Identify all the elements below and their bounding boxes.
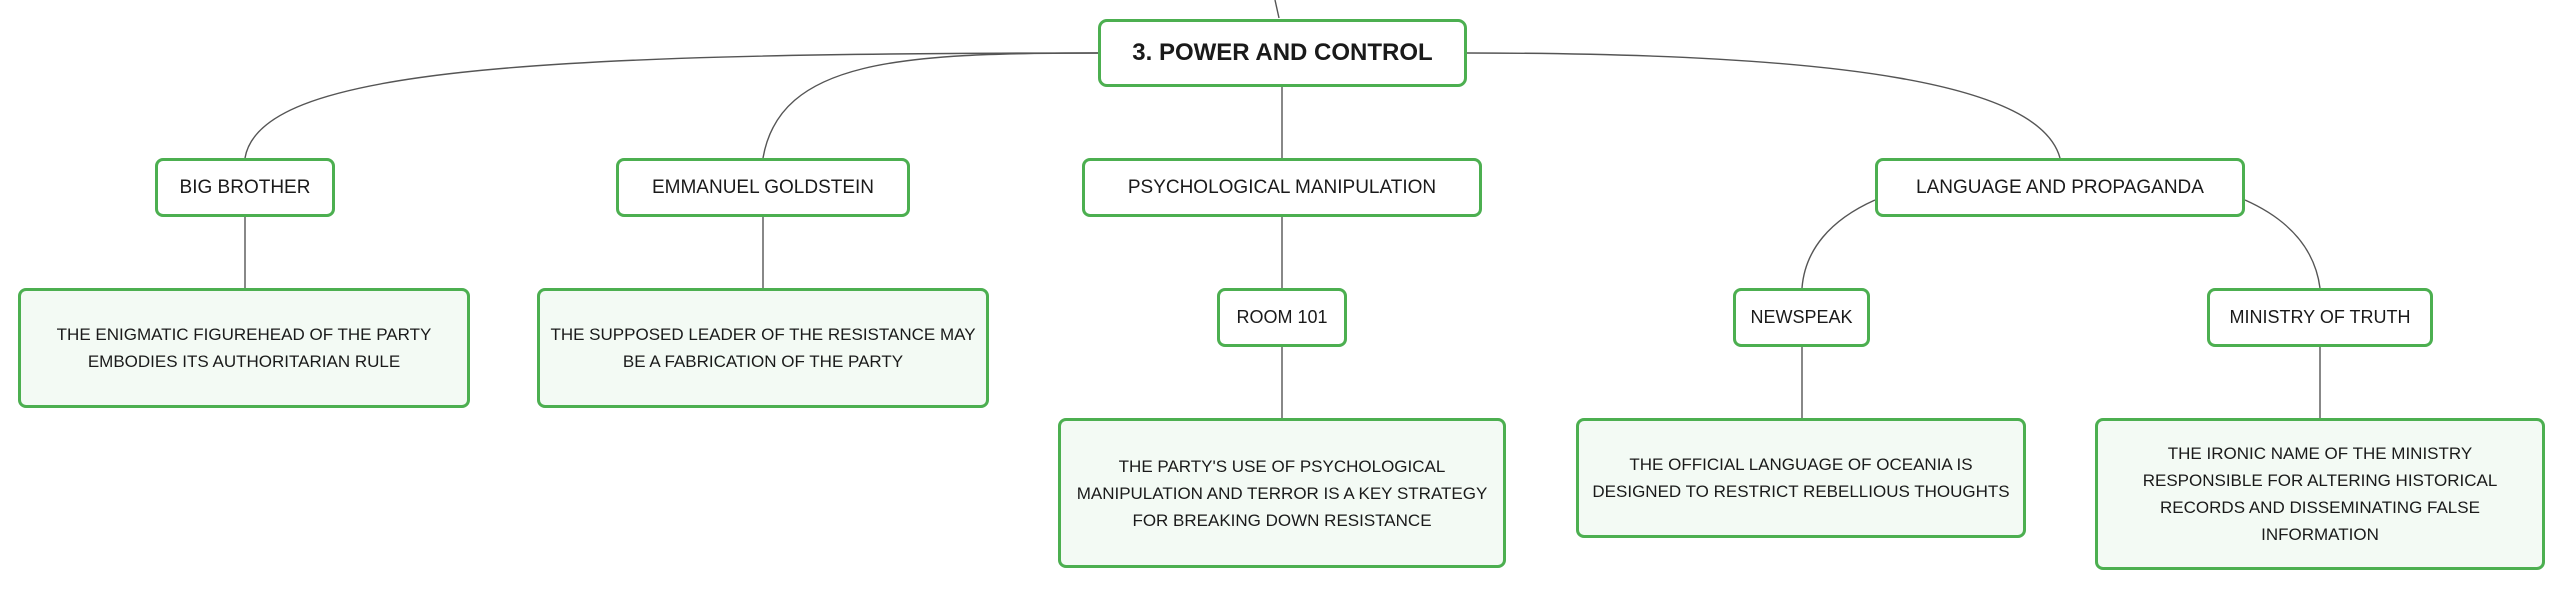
ministry-description-text: THE IRONIC NAME OF THE MINISTRY RESPONSI… (2142, 444, 2498, 544)
topic-emmanuel-goldstein[interactable]: EMMANUEL GOLDSTEIN (616, 158, 910, 217)
connector-central-big-brother (244, 52, 1099, 159)
topic-language-and-propaganda[interactable]: LANGUAGE AND PROPAGANDA (1875, 158, 2245, 217)
goldstein-description-text: THE SUPPOSED LEADER OF THE RESISTANCE MA… (550, 325, 976, 371)
subtopic-room-101[interactable]: ROOM 101 (1217, 288, 1347, 347)
connector-central-goldstein (762, 52, 1099, 159)
topic-language-label: LANGUAGE AND PROPAGANDA (1916, 176, 2204, 198)
subtopic-ministry-of-truth[interactable]: MINISTRY OF TRUTH (2207, 288, 2433, 347)
topic-psychological-manipulation[interactable]: PSYCHOLOGICAL MANIPULATION (1082, 158, 1482, 217)
topic-big-brother-label: BIG BROTHER (179, 176, 311, 198)
central-topic[interactable]: 3. POWER AND CONTROL (1098, 19, 1467, 87)
goldstein-description[interactable]: THE SUPPOSED LEADER OF THE RESISTANCE MA… (537, 288, 989, 408)
subtopic-room-101-label: ROOM 101 (1236, 307, 1328, 327)
big-brother-description[interactable]: THE ENIGMATIC FIGUREHEAD OF THE PARTY EM… (18, 288, 470, 408)
connector-top-stub (1274, 0, 1280, 19)
subtopic-newspeak[interactable]: NEWSPEAK (1733, 288, 1870, 347)
subtopic-newspeak-label: NEWSPEAK (1750, 307, 1853, 327)
central-topic-label: 3. POWER AND CONTROL (1132, 39, 1433, 66)
connector-language-newspeak (1801, 199, 1876, 289)
subtopic-ministry-label: MINISTRY OF TRUTH (2229, 307, 2411, 327)
connector-central-language (1466, 52, 2061, 159)
topic-psych-label: PSYCHOLOGICAL MANIPULATION (1127, 176, 1437, 198)
topic-goldstein-label: EMMANUEL GOLDSTEIN (651, 176, 875, 198)
room-101-description[interactable]: THE PARTY'S USE OF PSYCHOLOGICAL MANIPUL… (1058, 418, 1506, 568)
newspeak-description[interactable]: THE OFFICIAL LANGUAGE OF OCEANIA IS DESI… (1576, 418, 2026, 538)
topic-big-brother[interactable]: BIG BROTHER (155, 158, 335, 217)
connector-language-ministry (2244, 199, 2321, 289)
big-brother-description-text: THE ENIGMATIC FIGUREHEAD OF THE PARTY EM… (56, 325, 432, 371)
room-101-description-text: THE PARTY'S USE OF PSYCHOLOGICAL MANIPUL… (1076, 456, 1488, 530)
newspeak-description-text: THE OFFICIAL LANGUAGE OF OCEANIA IS DESI… (1592, 455, 2010, 501)
ministry-of-truth-description[interactable]: THE IRONIC NAME OF THE MINISTRY RESPONSI… (2095, 418, 2545, 570)
